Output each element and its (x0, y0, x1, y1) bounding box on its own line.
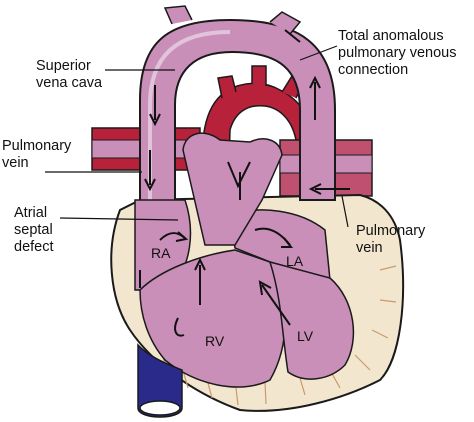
label-superior-vena-cava: Superior vena cava (36, 58, 103, 91)
ivc-opening (139, 400, 181, 416)
chamber-label-lv: LV (297, 328, 314, 344)
label-tapvc: Total anomalous pulmonary venous connect… (338, 28, 457, 78)
label-pulmonary-vein-left: Pulmonary vein (2, 138, 72, 171)
flow-arrows (139, 29, 350, 337)
right-ventricle (139, 249, 286, 388)
leader-lines (45, 45, 349, 228)
pulmonary-artery (182, 132, 283, 246)
chamber-label-rv: RV (205, 333, 225, 349)
inferior-vena-cava (137, 343, 183, 418)
left-ventricle (268, 260, 355, 380)
arch-highlight (148, 30, 231, 230)
label-pulmonary-vein-right: Pulmonary vein (356, 223, 426, 256)
chamber-label-la: LA (286, 253, 304, 269)
chamber-label-ra: RA (151, 245, 171, 261)
label-atrial-septal-defect: Atrial septal defect (14, 205, 54, 255)
